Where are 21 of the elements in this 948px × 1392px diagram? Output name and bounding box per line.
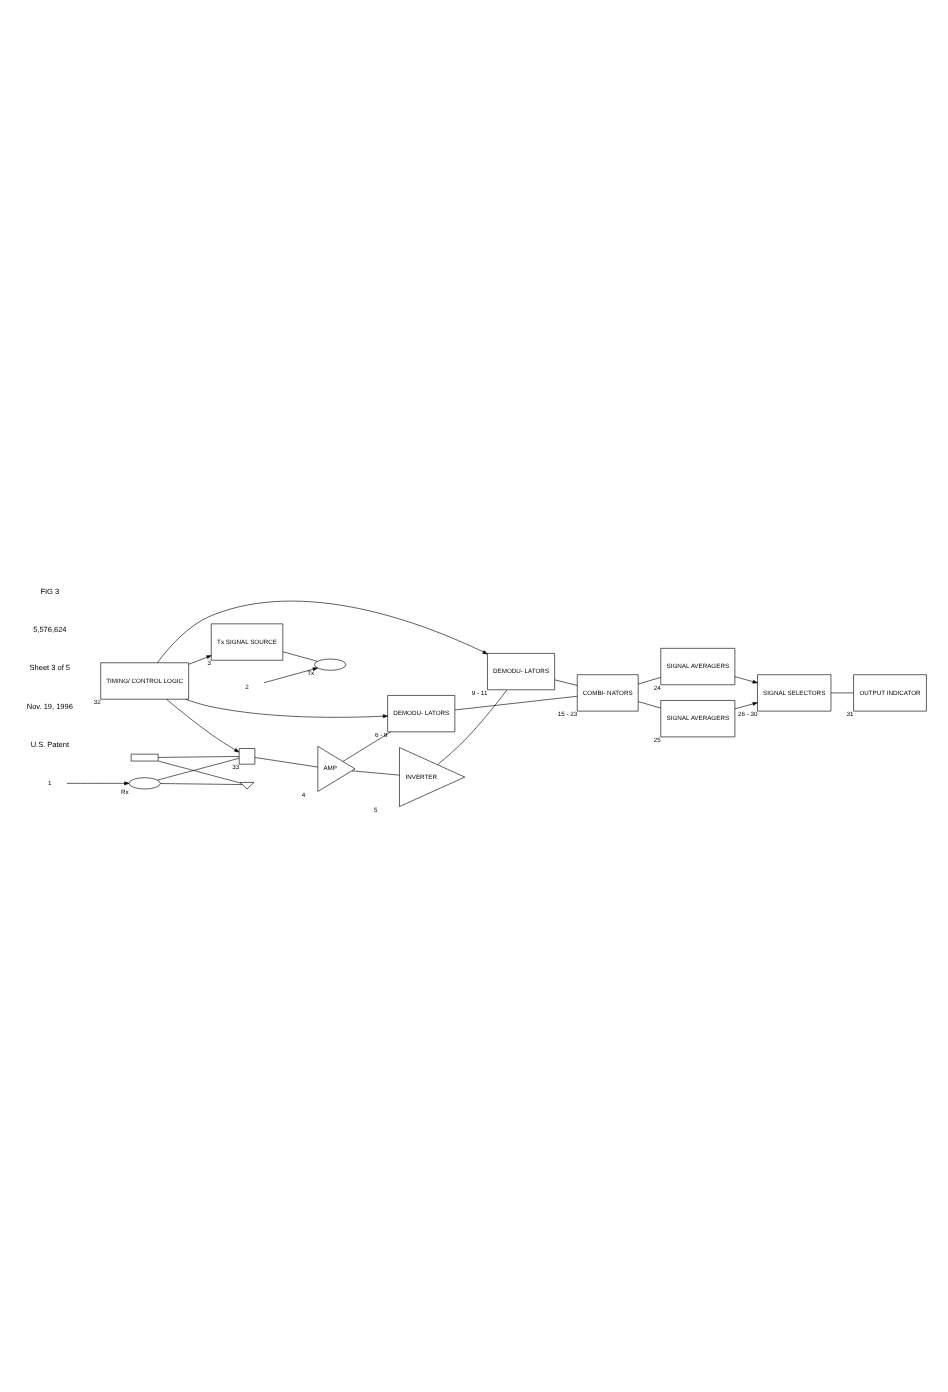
connector: [437, 688, 508, 764]
arrow: [188, 654, 212, 664]
connector: [637, 676, 661, 684]
connector: [282, 650, 318, 661]
arrow: [734, 701, 758, 709]
arrow: [185, 697, 388, 718]
node-resistor: [130, 752, 159, 761]
connector: [351, 769, 400, 775]
node-ground: [239, 781, 255, 789]
connector: [160, 782, 243, 784]
connector: [158, 755, 240, 757]
connector: [637, 700, 661, 708]
arrow: [263, 666, 318, 683]
arrow: [734, 675, 758, 683]
node-coil: [128, 776, 161, 789]
arrow: [66, 780, 130, 785]
arrow: [166, 697, 240, 752]
node-switch: [238, 747, 256, 764]
connector: [254, 756, 319, 767]
connector: [454, 694, 578, 710]
arrow: [157, 599, 488, 662]
